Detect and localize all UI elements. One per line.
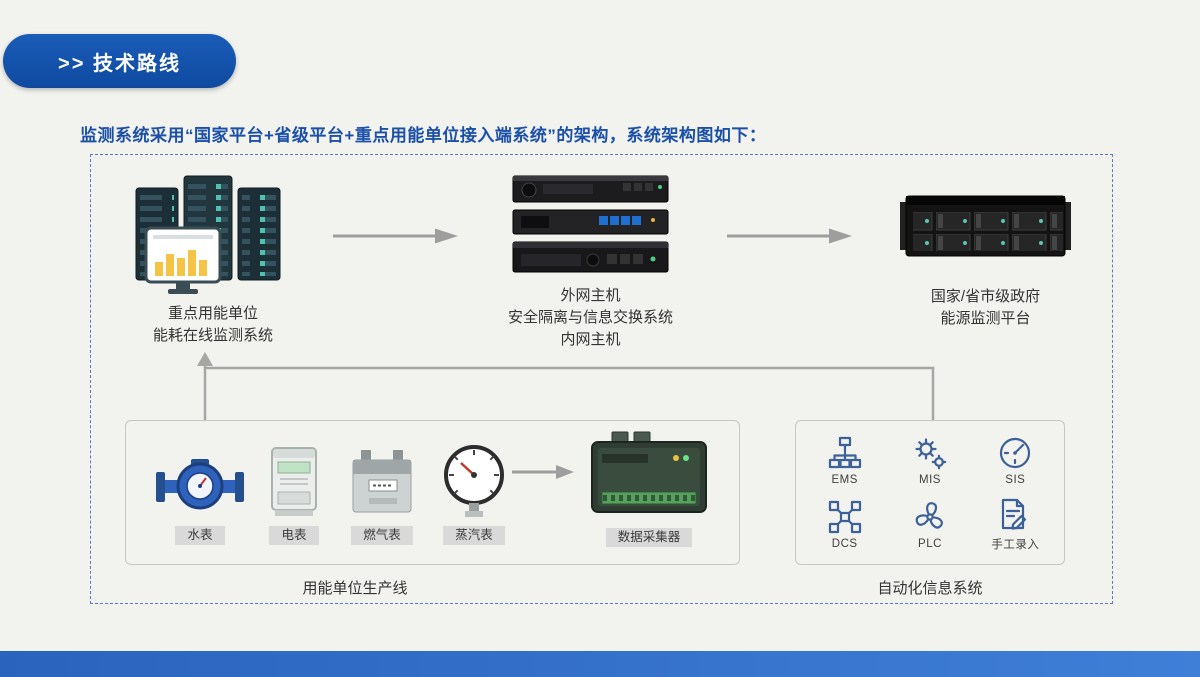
automation-item-label: SIS bbox=[1005, 473, 1026, 486]
automation-item-manual-entry: 手工录入 bbox=[973, 494, 1058, 557]
data-collector-label: 数据采集器 bbox=[605, 528, 693, 547]
meter-electric-label: 电表 bbox=[269, 526, 319, 545]
connector-up-arrow bbox=[197, 352, 935, 420]
meter-electric: 电表 bbox=[254, 446, 334, 545]
automation-item-label: EMS bbox=[831, 473, 858, 486]
arrow-right-icon bbox=[512, 465, 574, 479]
automation-item-label: PLC bbox=[918, 538, 942, 551]
automation-item-dcs: DCS bbox=[802, 494, 887, 557]
automation-systems-box: EMS MIS SIS bbox=[795, 420, 1065, 565]
node-monitor-system-line2: 能耗在线监测系统 bbox=[152, 327, 273, 344]
automation-item-label: DCS bbox=[831, 538, 858, 551]
gas-meter-icon bbox=[352, 450, 412, 513]
slide-heading: 监测系统采用“国家平台+省级平台+重点用能单位接入端系统”的架构，系统架构图如下… bbox=[80, 126, 767, 145]
footer-bar bbox=[0, 651, 1200, 677]
node-gov-platform-label: 国家/省市级政府 能源监测平台 bbox=[883, 286, 1088, 330]
data-collector-icon bbox=[591, 431, 707, 513]
arrow-right-icon bbox=[333, 228, 458, 244]
automation-item-label: 手工录入 bbox=[991, 539, 1040, 552]
automation-item-mis: MIS bbox=[887, 429, 972, 492]
production-line-caption: 用能单位生产线 bbox=[302, 580, 408, 597]
node-monitor-system-line1: 重点用能单位 bbox=[167, 305, 258, 322]
node-gateway-line1: 外网主机 bbox=[560, 287, 621, 304]
plc-fan-icon bbox=[915, 502, 943, 529]
storage-server-icon bbox=[900, 195, 1071, 257]
automation-item-plc: PLC bbox=[887, 494, 972, 557]
automation-item-ems: EMS bbox=[802, 429, 887, 492]
automation-item-label: MIS bbox=[919, 473, 941, 486]
node-gateway-line3: 内网主机 bbox=[560, 331, 621, 348]
electric-meter-icon bbox=[271, 447, 317, 516]
manual-entry-edit-icon bbox=[1002, 499, 1027, 530]
node-gateway-line2: 安全隔离与信息交换系统 bbox=[507, 309, 673, 326]
automation-systems-caption: 自动化信息系统 bbox=[877, 580, 983, 597]
ems-sitemap-icon bbox=[828, 436, 861, 468]
mis-gear-icon bbox=[915, 438, 947, 470]
meter-gas-label: 燃气表 bbox=[351, 526, 413, 545]
meter-steam-label: 蒸汽表 bbox=[443, 526, 505, 545]
dcs-network-icon bbox=[828, 501, 861, 534]
node-gov-platform-line2: 能源监测平台 bbox=[940, 310, 1031, 327]
meter-water: 水表 bbox=[150, 444, 250, 545]
meter-steam: 蒸汽表 bbox=[432, 442, 516, 545]
sis-gauge-icon bbox=[1000, 437, 1031, 468]
node-gateway-label: 外网主机 安全隔离与信息交换系统 内网主机 bbox=[478, 285, 703, 351]
data-collector: 数据采集器 bbox=[584, 430, 714, 547]
server-cluster-icon bbox=[135, 175, 281, 294]
automation-item-sis: SIS bbox=[973, 429, 1058, 492]
rack-servers-icon bbox=[512, 175, 669, 273]
node-gov-platform-line1: 国家/省市级政府 bbox=[930, 288, 1041, 305]
arrow-right-icon bbox=[727, 228, 852, 244]
node-monitor-system-label: 重点用能单位 能耗在线监测系统 bbox=[108, 303, 318, 347]
section-banner-label: >> 技术路线 bbox=[58, 52, 181, 75]
architecture-diagram-frame bbox=[90, 154, 1113, 604]
meter-gas: 燃气表 bbox=[340, 448, 424, 545]
steam-gauge-icon bbox=[444, 445, 504, 517]
meter-water-label: 水表 bbox=[175, 526, 225, 545]
production-line-box bbox=[125, 420, 740, 565]
section-banner: >> 技术路线 bbox=[3, 34, 236, 88]
water-meter-icon bbox=[156, 459, 244, 510]
